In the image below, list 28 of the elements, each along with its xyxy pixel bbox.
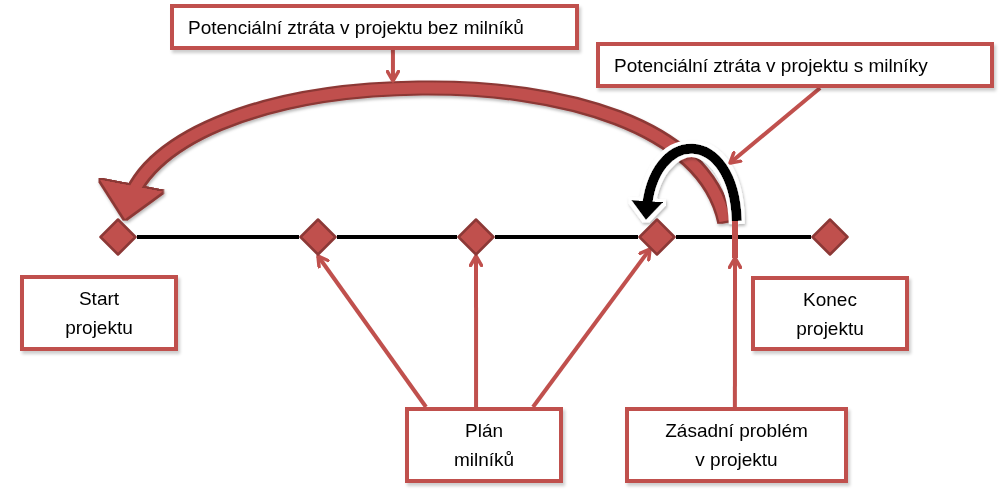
milestone-diamond xyxy=(811,218,849,256)
callout-text: Potenciální ztráta v projektu s milníky xyxy=(614,53,928,78)
label-text: Zásadní problém v projektu xyxy=(664,419,809,472)
problem-marker xyxy=(732,221,738,258)
callout-text: Potenciální ztráta v projektu bez milníků xyxy=(188,15,524,40)
timeline-line xyxy=(337,235,457,239)
arrow xyxy=(531,247,652,409)
label-box xyxy=(405,407,563,483)
milestone-diamond xyxy=(638,218,676,256)
callout-box xyxy=(170,4,579,50)
milestone-diamond xyxy=(99,218,137,256)
label-text: Start projektu xyxy=(64,287,134,340)
arrow xyxy=(727,256,743,407)
leader-arrow xyxy=(728,86,822,165)
callout-box xyxy=(596,42,994,88)
arrow xyxy=(316,254,428,409)
label-text: Konec projektu xyxy=(795,287,865,341)
label-text: Plán milníků xyxy=(452,419,516,472)
timeline-line xyxy=(676,235,811,239)
label-box xyxy=(625,407,848,483)
milestone-diamond xyxy=(457,218,495,256)
timeline-line xyxy=(495,235,638,239)
timeline-line xyxy=(137,235,299,239)
milestone-diamond xyxy=(299,218,337,256)
arrow xyxy=(468,254,484,407)
label-box xyxy=(20,275,178,351)
leader-arrow xyxy=(385,50,401,83)
label-box xyxy=(751,276,909,351)
